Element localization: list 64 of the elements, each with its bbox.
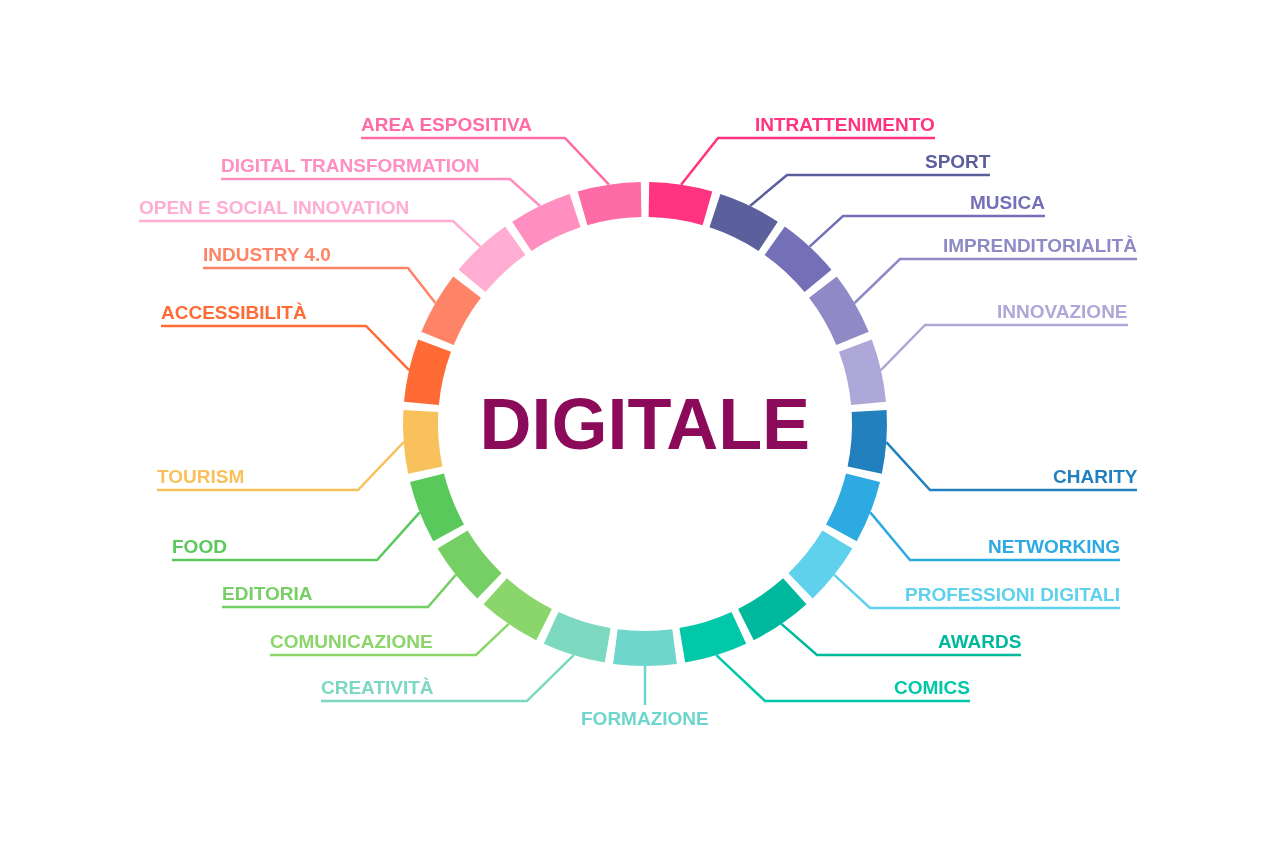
leader-line xyxy=(203,266,437,304)
topic-label: ACCESSIBILITÀ xyxy=(161,302,307,324)
ring-segment xyxy=(847,410,887,474)
topic-label: TOURISM xyxy=(157,466,245,488)
leader-line xyxy=(749,173,990,207)
leader-line xyxy=(221,177,541,207)
topic-label: PROFESSIONI DIGITALI xyxy=(905,584,1120,606)
ring-segment xyxy=(403,410,443,474)
leader-line xyxy=(321,654,575,703)
leader-line xyxy=(715,654,970,703)
ring-segment xyxy=(764,226,832,293)
topic-label: OPEN E SOCIAL INNOVATION xyxy=(139,197,410,219)
ring-segment xyxy=(458,226,526,293)
ring-segment xyxy=(437,530,502,599)
ring-segment xyxy=(577,182,642,226)
topic-label: FOOD xyxy=(172,536,227,558)
leader-line xyxy=(222,574,457,609)
topic-label: INTRATTENIMENTO xyxy=(755,114,935,136)
ring-segment xyxy=(410,473,464,542)
topic-label: MUSICA xyxy=(970,192,1045,214)
topic-label: IMPRENDITORIALITÀ xyxy=(943,235,1137,257)
leader-line xyxy=(833,574,1120,610)
ring-segment xyxy=(613,629,677,666)
topic-label: DIGITAL TRANSFORMATION xyxy=(221,155,480,177)
topic-label: INNOVAZIONE xyxy=(997,301,1128,323)
ring-segment xyxy=(543,612,611,663)
ring-segment xyxy=(839,339,886,405)
ring-segment xyxy=(648,182,713,226)
leader-line xyxy=(161,324,410,371)
leader-line xyxy=(869,511,1120,562)
ring-segment xyxy=(679,612,747,663)
ring-segment xyxy=(809,276,869,345)
leader-line xyxy=(853,257,1137,304)
leader-line xyxy=(643,666,647,705)
leader-line xyxy=(808,214,1045,248)
topic-label: EDITORIA xyxy=(222,583,313,605)
topic-label: FORMAZIONE xyxy=(581,708,709,730)
center-title: DIGITALE xyxy=(479,384,811,464)
leader-line xyxy=(361,136,610,186)
ring-segment xyxy=(483,578,552,641)
topic-label: AREA ESPOSITIVA xyxy=(361,114,533,136)
leader-line xyxy=(880,323,1128,371)
topic-label: SPORT xyxy=(925,151,991,173)
leader-line xyxy=(885,441,1137,492)
topic-label: COMICS xyxy=(894,677,970,699)
leader-line xyxy=(270,623,510,657)
leader-line xyxy=(780,622,1021,657)
ring-segment xyxy=(404,339,451,405)
ring-segment xyxy=(788,530,853,599)
ring-segment xyxy=(512,194,581,251)
topic-label: NETWORKING xyxy=(988,536,1120,558)
leader-line xyxy=(157,441,405,492)
ring-segment xyxy=(421,276,481,345)
ring-segment xyxy=(826,473,880,542)
topic-label: AWARDS xyxy=(938,631,1022,653)
topic-label: COMUNICAZIONE xyxy=(270,631,433,653)
leader-line xyxy=(172,511,421,562)
topic-label: CREATIVITÀ xyxy=(321,677,434,699)
leader-line xyxy=(139,219,482,248)
ring-segment xyxy=(738,578,807,641)
topic-label: INDUSTRY 4.0 xyxy=(203,244,331,266)
topic-label: CHARITY xyxy=(1053,466,1138,488)
leader-line xyxy=(680,136,935,186)
ring-segment xyxy=(709,194,778,251)
